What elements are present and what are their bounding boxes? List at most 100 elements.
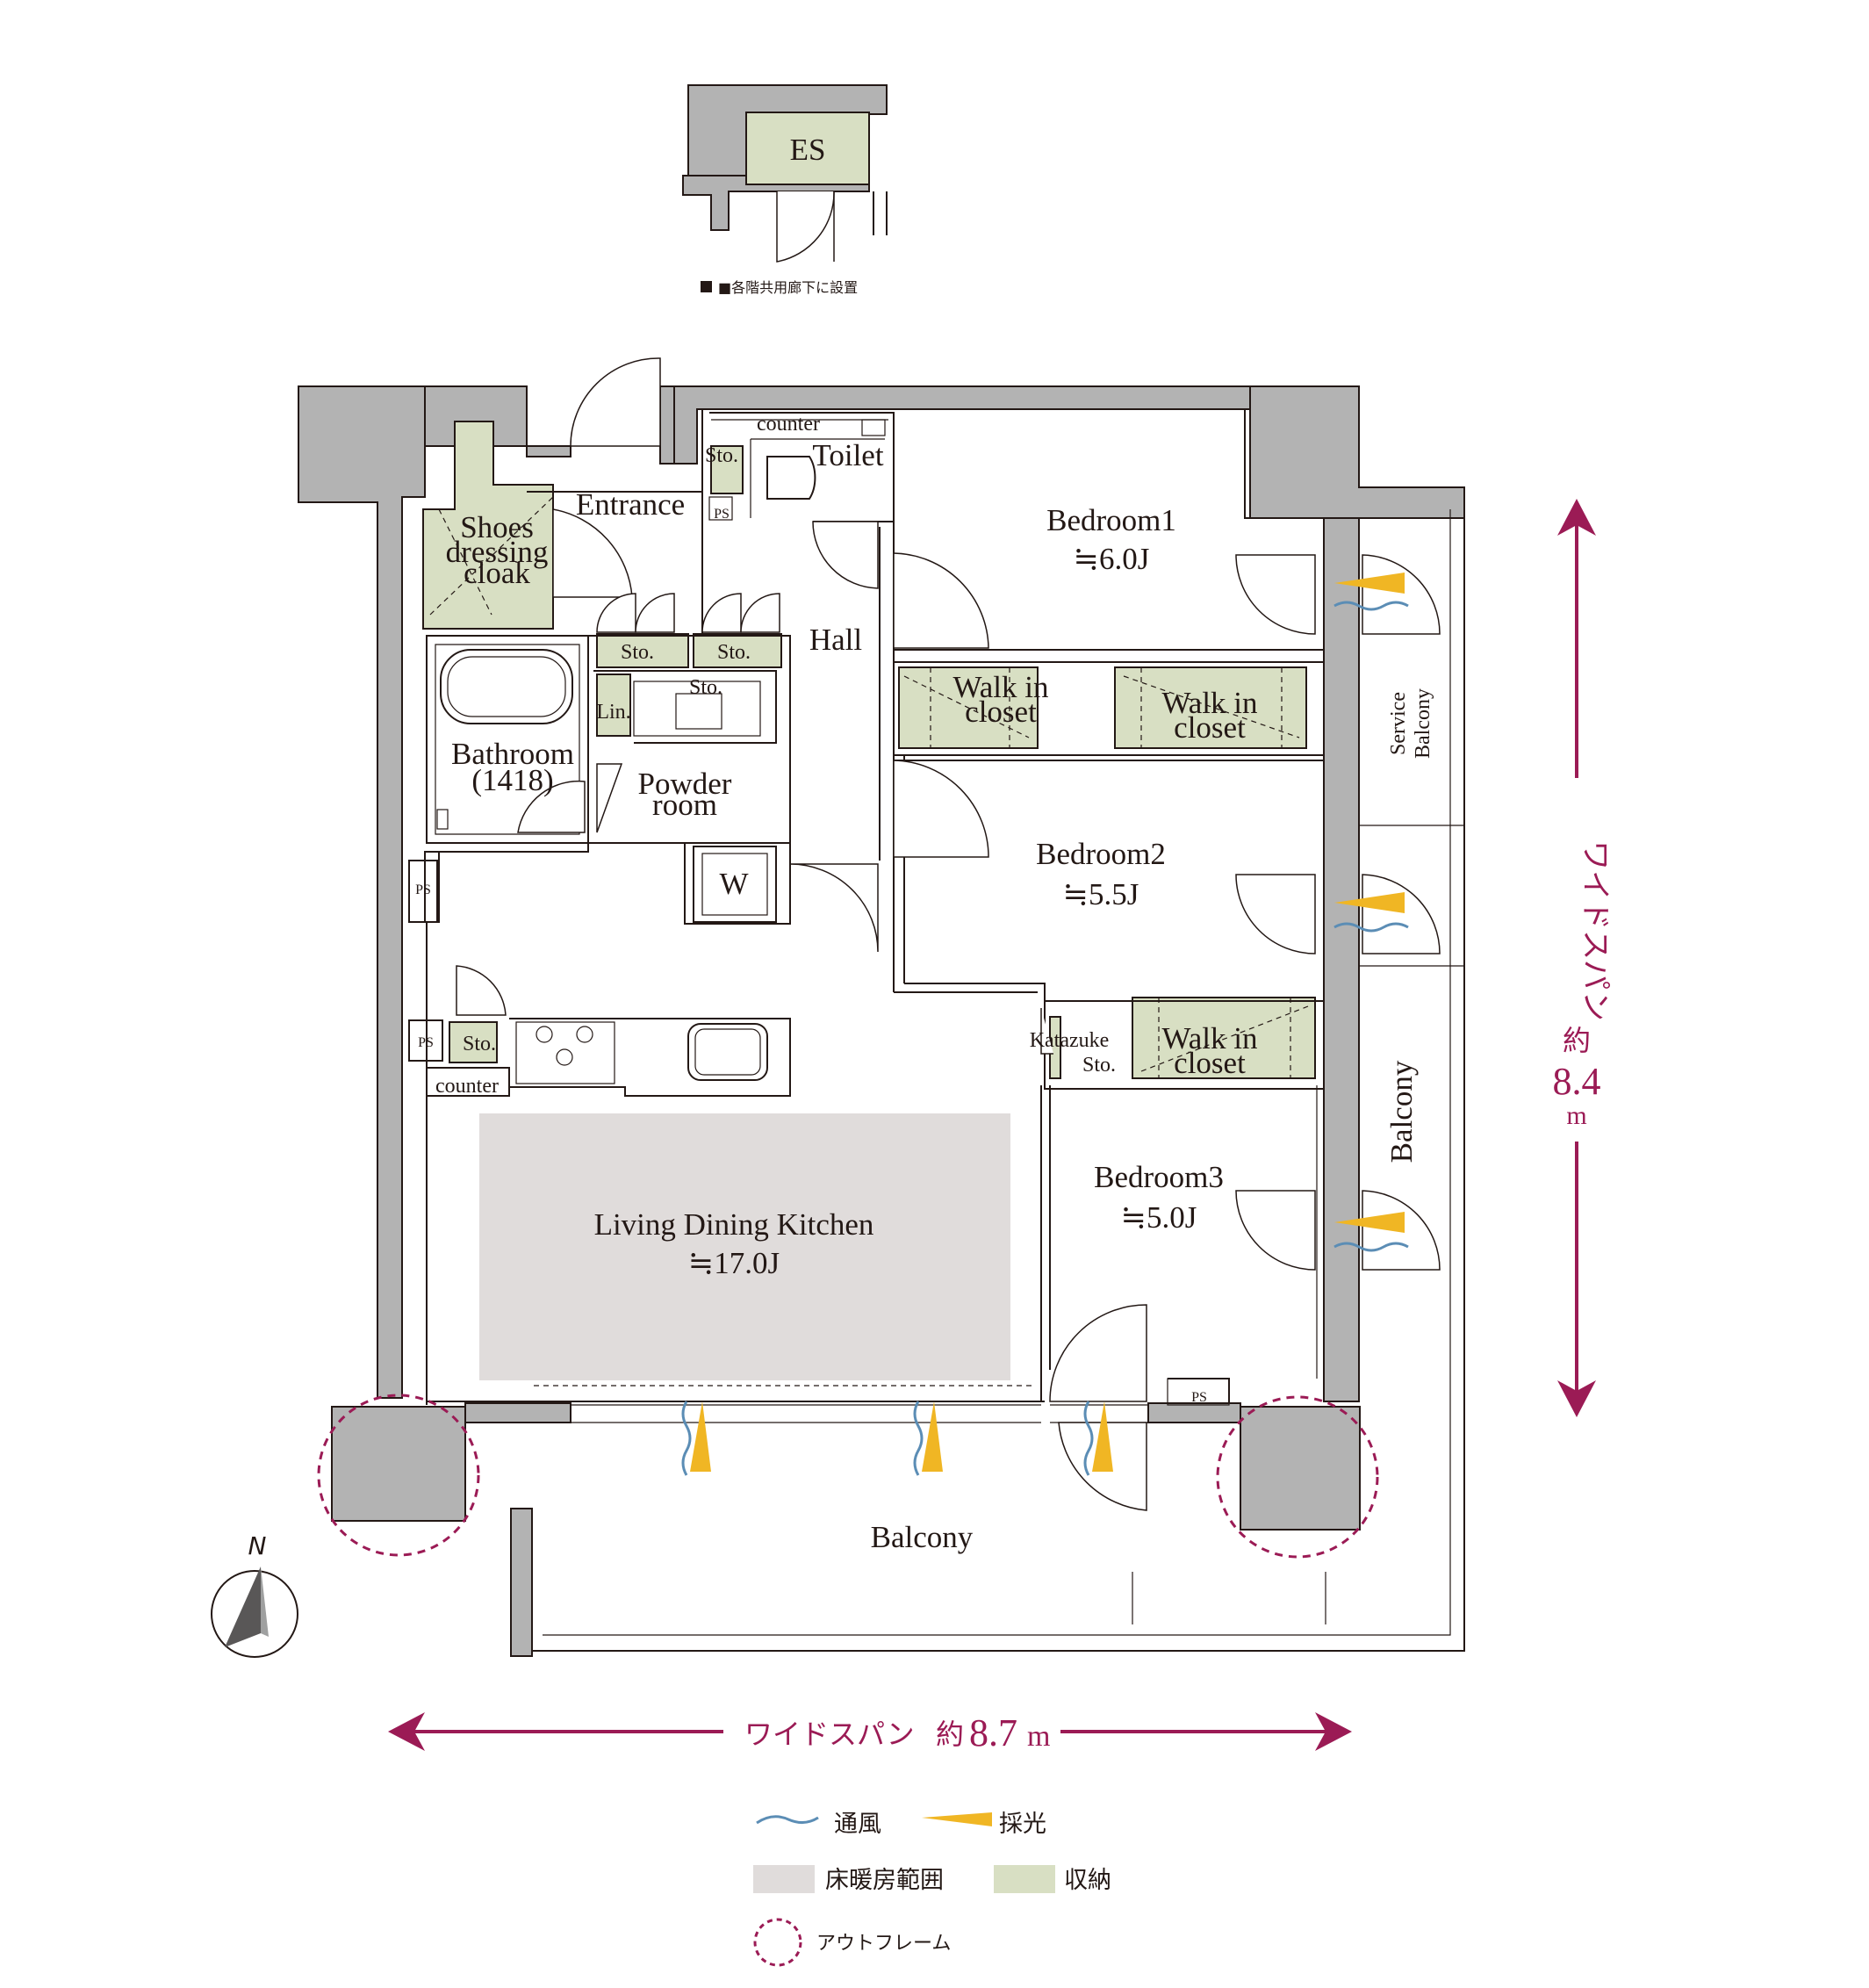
label-wic3-2: closet <box>1174 1046 1246 1080</box>
label-ldk: Living Dining Kitchen <box>594 1207 874 1242</box>
south-wall-east <box>1147 1402 1241 1423</box>
hall-sto-1 <box>596 633 689 668</box>
label-sto-powder: Sto. <box>689 676 722 699</box>
inset-note: ■各階共用廊下に設置 <box>718 279 858 296</box>
north-wall-west <box>424 385 571 457</box>
dimension-horizontal: ワイドスパン 約 8.7 m <box>388 1711 1352 1754</box>
structure <box>298 385 1465 1657</box>
note-bullet <box>701 281 712 292</box>
arrow-down <box>1557 1380 1596 1417</box>
compass-north-label: N <box>248 1531 267 1560</box>
toilet-bowl <box>766 456 816 500</box>
wic-2 <box>1114 666 1307 749</box>
hall-sto-2 <box>693 633 782 668</box>
label-ldk-size: ≒17.0J <box>688 1246 780 1280</box>
label-hall: Hall <box>809 623 863 657</box>
label-sto-kitchen: Sto. <box>463 1033 496 1055</box>
label-counter-kitchen: counter <box>435 1075 499 1098</box>
cooktop <box>515 1021 615 1084</box>
label-bathroom-size: (1418) <box>471 763 553 797</box>
label-entrance: Entrance <box>576 487 685 522</box>
east-wall <box>1323 517 1360 1402</box>
compass-needle-dark <box>225 1567 261 1647</box>
label-wic1-2: closet <box>965 695 1037 729</box>
dimension-vertical: ワイドスパン 約 8.4 m <box>1553 499 1613 1417</box>
label-service-balcony-1: Service <box>1387 692 1410 755</box>
label-linen: Lin. <box>596 701 630 724</box>
dim-horizontal-unit: m <box>1027 1720 1050 1753</box>
kitchen-sink <box>687 1023 768 1081</box>
south-wall-west <box>464 1402 571 1423</box>
arrow-up <box>1557 499 1596 536</box>
legend-storage-swatch <box>994 1865 1055 1893</box>
label-shoes-2: dressing <box>446 535 549 569</box>
toilet-sto <box>710 445 744 494</box>
bathtub <box>440 649 573 724</box>
legend-daylight-icon <box>922 1812 992 1826</box>
room-labels: Entrance Toilet counter Sto. PS Shoes dr… <box>415 413 1434 1554</box>
label-toilet: Toilet <box>812 438 883 472</box>
arrow-left <box>388 1712 425 1751</box>
legend-ventilation-icon <box>756 1815 819 1825</box>
label-bedroom1: Bedroom1 <box>1046 503 1176 537</box>
label-bedroom2-size: ≒5.5J <box>1063 877 1139 911</box>
dim-horizontal-approx: 約 <box>936 1718 964 1751</box>
west-wall <box>298 385 426 1399</box>
label-sto-toilet: Sto. <box>705 444 738 467</box>
es-storage-area <box>745 112 870 185</box>
label-katazuke-2: Sto. <box>1082 1054 1116 1077</box>
label-balcony-east: Balcony <box>1384 1060 1419 1163</box>
se-column <box>1240 1406 1361 1531</box>
label-powder-2: room <box>652 788 717 822</box>
label-ps-kitchen: PS <box>418 1035 434 1050</box>
compass: N <box>211 1531 298 1658</box>
kitchen-sto <box>449 1021 498 1063</box>
dim-vertical-unit: m <box>1566 1101 1586 1130</box>
label-wic3-1: Walk in <box>1162 1021 1258 1055</box>
label-shoes-1: Shoes <box>460 510 534 544</box>
doors <box>456 357 1441 1511</box>
floor-heating-area <box>479 1113 1010 1380</box>
outframe-sw <box>317 1394 480 1557</box>
label-wic1-1: Walk in <box>953 670 1049 704</box>
es-label: ES <box>790 133 826 167</box>
dim-vertical-label: ワイドスパン <box>1578 840 1613 1021</box>
north-wall-post <box>659 385 675 465</box>
legend-floor-heating-label: 床暖房範囲 <box>825 1867 944 1894</box>
linen <box>596 673 631 737</box>
outframe-se <box>1216 1395 1379 1559</box>
arrow-right <box>1315 1712 1352 1751</box>
label-ps-west: PS <box>415 882 431 897</box>
label-bedroom3: Bedroom3 <box>1094 1160 1224 1194</box>
legend-ventilation-label: 通風 <box>834 1811 881 1838</box>
balcony-west-wall <box>510 1508 533 1657</box>
light-wind-indicators <box>681 573 1409 1476</box>
label-sto-hall-1: Sto. <box>621 641 654 664</box>
washer-pan <box>693 846 777 923</box>
legend-daylight-label: 採光 <box>999 1811 1046 1838</box>
partitions <box>408 409 1324 1423</box>
label-bathroom: Bathroom <box>451 737 574 771</box>
label-counter-toilet: counter <box>757 413 820 436</box>
legend-outframe-icon <box>753 1918 802 1967</box>
legend-outframe-label: アウトフレーム <box>816 1933 951 1955</box>
label-powder-1: Powder <box>638 767 732 801</box>
dim-vertical-approx: 約 <box>1563 1024 1591 1057</box>
label-wic2-2: closet <box>1174 710 1246 745</box>
storage-areas <box>422 421 1316 1079</box>
label-ps-south: PS <box>1191 1390 1207 1405</box>
inset-es-storage: ES ■各階共用廊下に設置 <box>682 84 888 296</box>
label-katazuke-1: Katazuke <box>1030 1029 1110 1052</box>
label-washer: W <box>719 867 748 901</box>
label-shoes-3: cloak <box>464 556 530 590</box>
es-door <box>776 191 835 263</box>
entrance-door <box>570 357 661 447</box>
legend-storage-label: 収納 <box>1064 1867 1111 1894</box>
label-bedroom2: Bedroom2 <box>1036 837 1166 871</box>
legend: 通風 採光 床暖房範囲 収納 アウトフレーム <box>753 1811 1111 1967</box>
wic-3 <box>1132 997 1316 1079</box>
ne-column <box>1249 385 1465 519</box>
label-service-balcony-2: Balcony <box>1412 688 1434 759</box>
label-bedroom3-size: ≒5.0J <box>1121 1200 1197 1235</box>
